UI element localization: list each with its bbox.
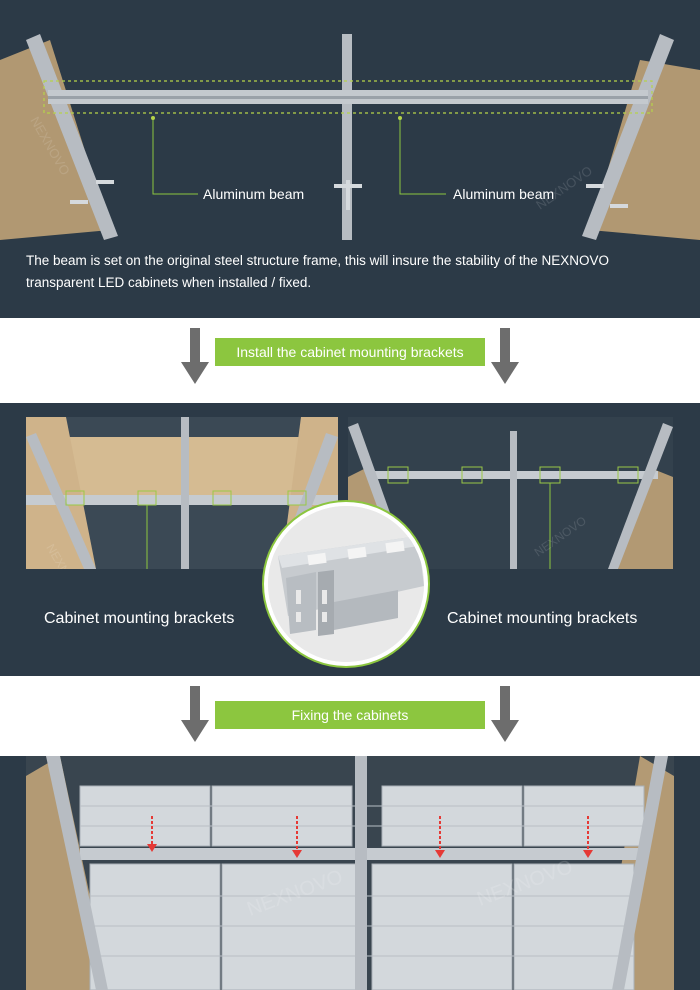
beam-illustration: NEXNOVO NEXNOVO <box>0 34 700 240</box>
leader-line-right <box>399 118 446 195</box>
down-arrow-icon <box>491 328 519 384</box>
step2-band: Fixing the cabinets <box>0 676 700 756</box>
step1-label: Install the cabinet mounting brackets <box>215 338 485 366</box>
bracket-closeup <box>264 502 428 666</box>
frame-right-diagonal <box>582 34 674 240</box>
down-arrow-icon <box>181 686 209 742</box>
brackets-photo-left: NEXNOVO <box>26 417 338 569</box>
leader-line-left <box>152 118 198 195</box>
brackets-label-right: Cabinet mounting brackets <box>447 610 638 627</box>
beam-label-left: Aluminum beam <box>203 186 305 202</box>
wood-panel-right <box>590 60 700 240</box>
frame-center-post <box>342 34 352 240</box>
beam-section: NEXNOVO NEXNOVO Aluminum beam Aluminum b… <box>0 0 700 318</box>
down-arrow-icon <box>491 686 519 742</box>
frame-left-diagonal <box>26 34 118 240</box>
cabinets-section: NEXNOVO NEXNOVO <box>0 756 700 990</box>
down-arrow-icon <box>181 328 209 384</box>
beam-label-right: Aluminum beam <box>453 186 555 202</box>
brackets-section: NEXNOVO NEXNOVO Cabinet mounting bracket… <box>0 403 700 676</box>
wood-panel-left <box>0 40 110 240</box>
step2-label: Fixing the cabinets <box>215 701 485 729</box>
brackets-label-left: Cabinet mounting brackets <box>44 610 235 627</box>
beam-highlight-box <box>43 80 653 114</box>
beam-caption: The beam is set on the original steel st… <box>26 253 609 290</box>
cabinets-illustration: NEXNOVO NEXNOVO <box>26 756 674 990</box>
step1-band: Install the cabinet mounting brackets <box>0 318 700 403</box>
brackets-photo-right: NEXNOVO <box>348 417 673 569</box>
